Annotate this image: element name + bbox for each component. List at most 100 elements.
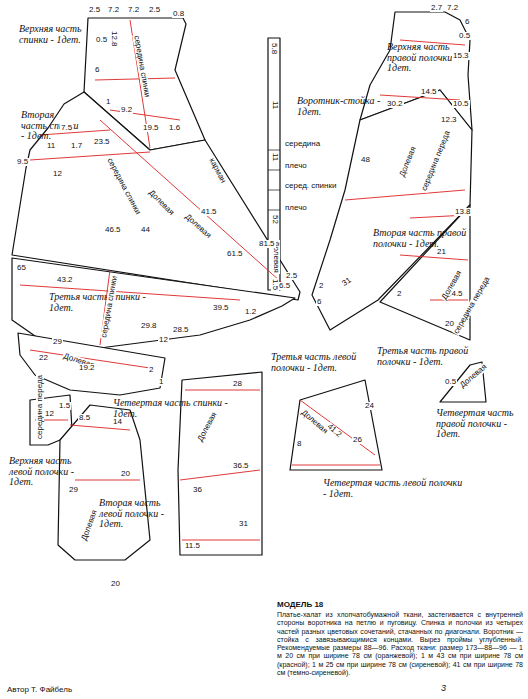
dimension: 12.8 xyxy=(110,30,118,48)
dimension: 11.5 xyxy=(184,542,201,550)
dimension: 81.5 xyxy=(258,240,276,248)
dimension: 2.5 xyxy=(88,6,101,14)
part-name: Верхняя часть спинки - 1дет. xyxy=(18,24,86,45)
dimension: 12 xyxy=(158,336,169,344)
dimension: 13.8 xyxy=(454,208,472,216)
dimension: 7.5 xyxy=(60,124,73,132)
collar xyxy=(268,38,280,290)
part-name: Четвертая часть правой полочки - 1дет. xyxy=(435,408,525,440)
dimension: 2 xyxy=(148,366,154,374)
dimension: 28 xyxy=(232,380,243,388)
author-credit: 3 xyxy=(440,684,447,693)
dimension: 65 xyxy=(16,264,27,272)
dimension: 12.3 xyxy=(440,116,458,124)
part-name: Верхняя часть правой полочки - 1дет. xyxy=(386,42,460,74)
dimension: 29 xyxy=(68,486,79,494)
dimension: 11 xyxy=(271,152,279,162)
grain-label: середина xyxy=(284,140,321,148)
dimension: 0.5 xyxy=(458,32,471,40)
model-description: Платье-халат из хлопчатобумажной ткани, … xyxy=(277,611,523,677)
dimension: 11 xyxy=(46,142,56,150)
dimension: 2 xyxy=(396,290,402,298)
part-name: Четвертая часть спинки - 1дет. xyxy=(112,398,244,419)
second-left-front xyxy=(58,405,150,560)
dimension: 2.5 xyxy=(148,6,161,14)
dimension: 31 xyxy=(238,520,249,528)
dimension: 2.7 xyxy=(430,4,443,12)
dimension: 36 xyxy=(192,486,203,494)
dimension: 9.2 xyxy=(120,106,133,114)
dimension: 41.5 xyxy=(200,208,218,216)
dimension: 6.5 xyxy=(278,282,291,290)
red-lines xyxy=(20,20,468,540)
dimension: 39.5 xyxy=(212,304,230,312)
dimension: 20 xyxy=(120,470,131,478)
dimension: 21 xyxy=(436,248,447,256)
dimension: 1.6 xyxy=(168,124,181,132)
dimension: 1 xyxy=(105,98,111,106)
grain-label: плечо xyxy=(284,162,308,170)
dimension: 7.2 xyxy=(107,6,120,14)
grain-label: Автор Т. Файбель xyxy=(6,686,73,694)
dimension: 14 xyxy=(112,418,123,426)
dimension: 0.8 xyxy=(172,10,185,18)
dimension: 9.5 xyxy=(16,158,29,166)
dimension: 61.5 xyxy=(226,250,244,258)
dimension: 1.7 xyxy=(70,142,83,150)
dimension: 7.2 xyxy=(127,6,140,14)
dimension: 7.2 xyxy=(446,4,459,12)
dimension: 1 xyxy=(158,378,164,386)
dimension: 24 xyxy=(364,402,375,410)
dimension: 11 xyxy=(271,100,279,110)
part-name: Третья часть левой полочки - 1дет. xyxy=(270,352,367,373)
collar-marks xyxy=(268,150,280,210)
dimension: 12 xyxy=(44,410,55,418)
grain-label: середина переда xyxy=(36,374,44,440)
model-title: МОДЕЛЬ 18 xyxy=(277,600,323,609)
part-name: Верхняя часть левой полочки - 1дет. xyxy=(8,456,76,488)
dimension: 52 xyxy=(271,214,279,225)
dimension: 48 xyxy=(360,156,371,164)
dimension: 28.5 xyxy=(172,326,190,334)
dimension: 22 xyxy=(38,354,49,362)
dimension: 29 xyxy=(52,338,63,346)
dimension: 19.5 xyxy=(142,124,160,132)
dimension: 0.5 xyxy=(95,36,108,44)
dimension: 30.2 xyxy=(386,100,404,108)
dimension: 15.3 xyxy=(452,52,470,60)
dimension: 46.5 xyxy=(104,226,122,234)
grain-label: плечо xyxy=(284,204,308,212)
dimension: 2.5 xyxy=(285,272,298,280)
third-back xyxy=(12,258,295,348)
part-name: Вторая часть левой полочки - 1дет. xyxy=(98,498,172,530)
dimension: 44 xyxy=(140,226,151,234)
dimension: 10.5 xyxy=(452,100,470,108)
dimension: 20 xyxy=(444,320,455,328)
dimension: 20 xyxy=(110,580,121,588)
part-name: Вторая часть правой полочки - 1дет. xyxy=(372,228,470,249)
dimension: 6 xyxy=(464,18,470,26)
part-name: Четвертая часть левой полочки - 1дет. xyxy=(322,478,464,499)
dimension: 5.8 xyxy=(270,42,278,55)
grain-label: серед. спинки xyxy=(284,182,337,190)
fourth-left-front xyxy=(290,380,382,470)
dimension: 12 xyxy=(52,170,63,178)
dimension: 6 xyxy=(316,298,322,306)
part-name: Воротник-стойка - 1дет. xyxy=(296,96,393,117)
dimension: 1.2 xyxy=(244,308,257,316)
third-right-front xyxy=(380,205,470,340)
dimension: 1.5 xyxy=(58,402,71,410)
dimension: 23.5 xyxy=(93,138,111,146)
dimension: 8.5 xyxy=(78,414,91,422)
dimension: 14.5 xyxy=(420,88,438,96)
dimension: 0.5 xyxy=(444,378,457,386)
dimension: 43.2 xyxy=(56,276,74,284)
dimension: 29.8 xyxy=(140,322,158,330)
part-name: Третья часть правой полочки - 1дет. xyxy=(376,346,478,367)
dimension: 19.2 xyxy=(78,364,96,372)
dimension: 36.5 xyxy=(232,462,250,470)
dimension: 2 xyxy=(318,282,324,290)
dimension: 26 xyxy=(352,436,363,444)
dimension: 8 xyxy=(296,440,302,448)
